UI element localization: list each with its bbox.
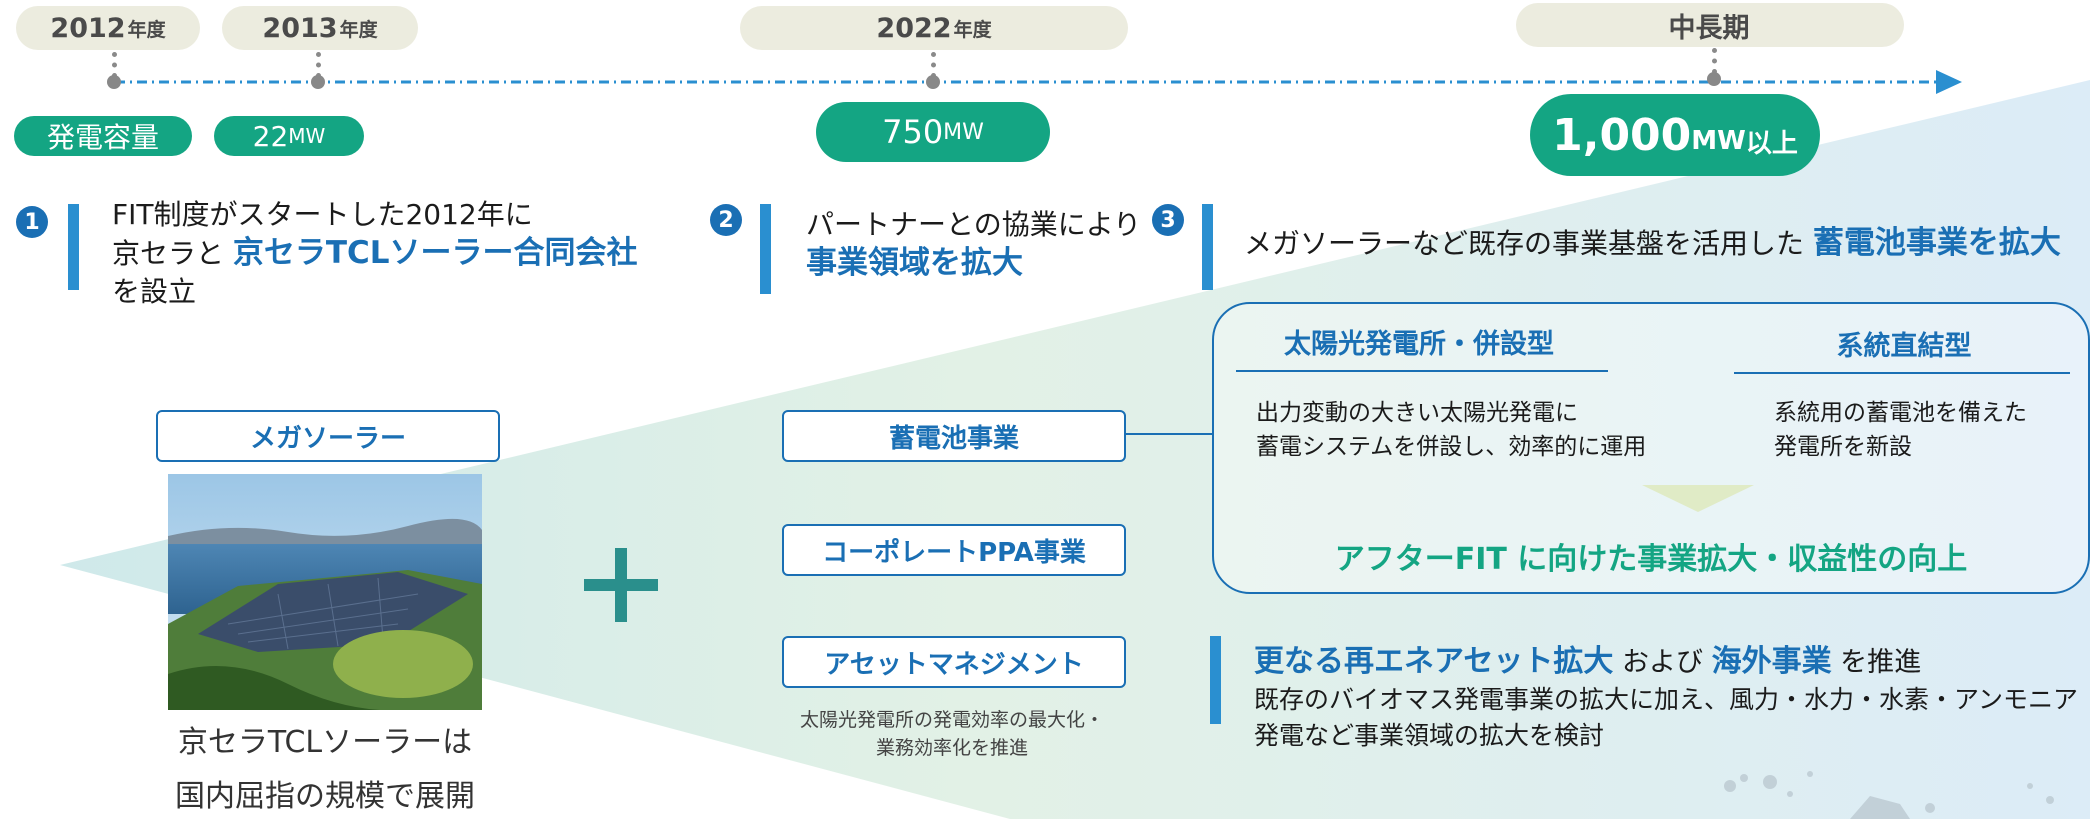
asset-management-label: アセットマネジメント: [824, 649, 1084, 680]
plus-icon: [584, 548, 658, 622]
step-1-line3: を設立: [112, 275, 197, 308]
mega-solar-caption: 京セラTCLソーラーは 国内屈指の規模で展開: [140, 716, 510, 824]
step-3-pre: メガソーラーなど既存の事業基盤を活用した: [1244, 227, 1813, 260]
type2-underline: [1734, 372, 2070, 374]
type1-title: 太陽光発電所・併設型: [1224, 322, 1614, 361]
storage-panel: [1212, 302, 2090, 594]
future-post: を推進: [1831, 647, 1922, 678]
timeline-dot: [107, 75, 121, 89]
timeline-tick: [112, 52, 117, 78]
year-suffix: 年度: [953, 18, 992, 41]
step-1-line1: FIT制度がスタートした2012年に: [112, 198, 533, 231]
timeline-tick: [1712, 48, 1717, 74]
step-2-badge: 2: [710, 204, 742, 236]
capacity-label: 発電容量: [14, 116, 192, 156]
asset-management-box: アセットマネジメント: [782, 636, 1126, 688]
step-1-text: FIT制度がスタートした2012年に 京セラと 京セラTCLソーラー合同会社 を…: [112, 196, 672, 311]
year-suffix: 年度: [127, 18, 166, 41]
type2-desc-line2: 発電所を新設: [1774, 434, 1912, 460]
type2-title-text: 系統直結型: [1836, 331, 1972, 362]
ppa-business-label: コーポレートPPA事業: [822, 537, 1086, 568]
type1-title-text: 太陽光発電所・併設型: [1284, 329, 1554, 360]
timeline-tick: [931, 52, 936, 78]
capacity-value: 750: [882, 113, 944, 151]
step-2-emphasis: 事業領域を拡大: [806, 245, 1023, 281]
storage-result-text: アフターFIT に向けた事業拡大・収益性の向上: [1334, 542, 1968, 577]
mega-solar-label: メガソーラー: [249, 423, 406, 454]
timeline-dot: [311, 75, 325, 89]
year-suffix: 年度: [339, 18, 378, 41]
step-1-emphasis: 京セラTCLソーラー合同会社: [232, 235, 638, 271]
step-2-bar: [760, 204, 771, 294]
mega-solar-box: メガソーラー: [156, 410, 500, 462]
step-number: 3: [1160, 207, 1176, 233]
timeline-arrowhead: [1936, 70, 1962, 94]
capacity-unit: MW: [288, 124, 326, 148]
asset-management-note: 太陽光発電所の発電効率の最大化・ 業務効率化を推進: [760, 706, 1144, 762]
mega-solar-photo: [168, 474, 482, 710]
year-label: 2012: [50, 12, 126, 44]
ppa-business-box: コーポレートPPA事業: [782, 524, 1126, 576]
storage-business-box: 蓄電池事業: [782, 410, 1126, 462]
step-3-text: メガソーラーなど既存の事業基盤を活用した 蓄電池事業を拡大: [1244, 224, 2090, 263]
year-label: 2013: [262, 12, 338, 44]
step-3-badge: 3: [1152, 204, 1184, 236]
capacity-unit: MW: [943, 119, 984, 145]
capacity-unit: MW: [1691, 126, 1746, 156]
type1-desc-line1: 出力変動の大きい太陽光発電に: [1256, 400, 1578, 426]
future-desc: 既存のバイオマス発電事業の拡大に加え、風力・水力・水素・アンモニア 発電など事業…: [1254, 682, 2078, 754]
future-desc-line2: 発電など事業領域の拡大を検討: [1254, 721, 1605, 750]
future-emphasis-1: 更なる再エネアセット拡大: [1254, 644, 1614, 679]
note-line1: 太陽光発電所の発電効率の最大化・: [799, 709, 1104, 731]
down-arrow-icon: [1642, 485, 1754, 512]
step-3-bar: [1202, 204, 1213, 290]
step-1-bar: [68, 204, 79, 290]
capacity-label-text: 発電容量: [46, 121, 159, 154]
capacity-suffix: 以上: [1745, 128, 1798, 159]
future-connector: および: [1613, 647, 1712, 678]
type1-desc: 出力変動の大きい太陽光発電に 蓄電システムを併設し、効率的に運用: [1256, 396, 1646, 464]
step-2-text: パートナーとの協業により 事業領域を拡大: [806, 206, 1166, 282]
capacity-value: 22: [252, 119, 289, 153]
future-bar: [1210, 636, 1221, 724]
caption-line2: 国内屈指の規模で展開: [175, 779, 475, 814]
type1-underline: [1236, 370, 1608, 372]
type2-desc-line1: 系統用の蓄電池を備えた: [1774, 400, 2027, 426]
step-number: 2: [718, 207, 734, 233]
type2-desc: 系統用の蓄電池を備えた 発電所を新設: [1774, 396, 2027, 464]
year-label: 2022: [876, 12, 952, 44]
year-midlong: 中長期: [1516, 3, 1904, 47]
type1-desc-line2: 蓄電システムを併設し、効率的に運用: [1256, 434, 1647, 460]
type2-title: 系統直結型: [1734, 324, 2074, 363]
future-desc-line1: 既存のバイオマス発電事業の拡大に加え、風力・水力・水素・アンモニア: [1254, 685, 2079, 714]
caption-line1: 京セラTCLソーラーは: [177, 725, 473, 760]
step-1-pre: 京セラと: [112, 237, 233, 270]
step-number: 1: [24, 209, 40, 235]
note-line2: 業務効率化を推進: [875, 737, 1028, 759]
step-3-emphasis: 蓄電池事業を拡大: [1812, 225, 2061, 261]
future-heading: 更なる再エネアセット拡大 および 海外事業 を推進: [1254, 636, 1921, 680]
step-1-badge: 1: [16, 206, 48, 238]
world-map-icon: [1724, 771, 2054, 819]
capacity-value: 1,000: [1552, 109, 1692, 161]
year-label: 中長期: [1668, 12, 1750, 44]
timeline-tick: [316, 52, 321, 78]
timeline-dot: [1707, 72, 1721, 86]
storage-business-label: 蓄電池事業: [888, 423, 1019, 454]
step-2-line1: パートナーとの協業により: [806, 208, 1142, 241]
storage-result: アフターFIT に向けた事業拡大・収益性の向上: [1212, 534, 2090, 578]
step-1-line2: 京セラと 京セラTCLソーラー合同会社: [112, 234, 672, 273]
future-emphasis-2: 海外事業: [1711, 644, 1832, 679]
timeline-dot: [926, 75, 940, 89]
